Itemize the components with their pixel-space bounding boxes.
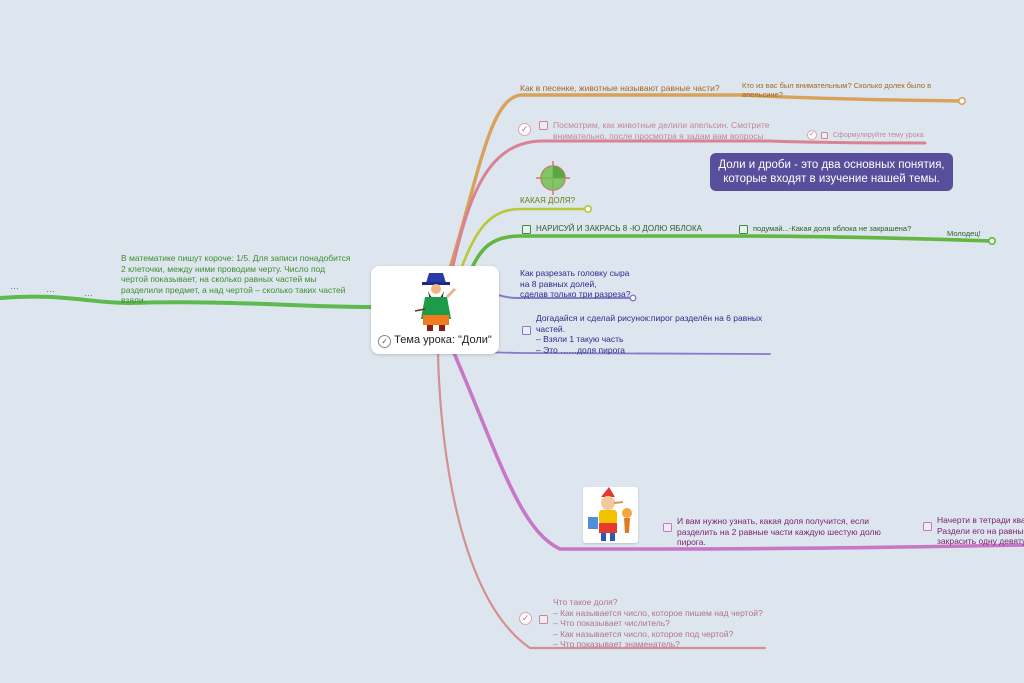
task-checkbox-icon[interactable] bbox=[539, 121, 548, 130]
task-checkbox-icon[interactable] bbox=[522, 326, 531, 335]
node-half-sixth[interactable]: И вам нужно узнать, какая доля получится… bbox=[663, 516, 881, 548]
node-left-fraction-notation[interactable]: В математике пишут короче: 1/5. Для запи… bbox=[121, 253, 351, 305]
branch-yellowgreen bbox=[458, 207, 590, 274]
node-what-is-fraction-text: Что такое доля? – Как называется число, … bbox=[553, 597, 763, 649]
node-which-fraction[interactable]: КАКАЯ ДОЛЯ? bbox=[520, 196, 576, 205]
node-pie-drawing-text: Догадайся и сделай рисунок:пирог разделё… bbox=[536, 313, 763, 355]
node-pink-sub-text: Сформулируйте тему урока bbox=[833, 132, 924, 139]
collapsed-ellipsis-3[interactable]: … bbox=[84, 288, 94, 298]
end-dot-yellowgreen bbox=[583, 205, 592, 214]
node-green-sub-text: подумай...-Какая доля яблока не закрашен… bbox=[753, 224, 912, 233]
central-topic[interactable]: ✓Тема урока: "Доли" bbox=[371, 266, 499, 354]
node-what-is-fraction[interactable]: Что такое доля? – Как называется число, … bbox=[539, 597, 763, 650]
task-checkbox-icon[interactable] bbox=[539, 615, 548, 624]
node-green-sub2[interactable]: Молодец! bbox=[947, 229, 981, 238]
pinocchio-character-icon bbox=[588, 487, 632, 541]
node-green-sub[interactable]: подумай...-Какая доля яблока не закрашен… bbox=[739, 224, 911, 235]
check-circle-icon[interactable]: ✓ bbox=[378, 335, 392, 348]
image-card-pinocchio[interactable] bbox=[583, 487, 638, 543]
node-square-ninth[interactable]: Начерти в тетради квадрат. Раздели его н… bbox=[923, 515, 1024, 547]
node-pink-main[interactable]: Посмотрим, как животные делили апельсин.… bbox=[539, 120, 769, 141]
task-checkbox-icon[interactable] bbox=[923, 522, 932, 531]
collapsed-ellipsis-2[interactable]: … bbox=[46, 284, 56, 294]
task-checkbox-icon[interactable] bbox=[739, 225, 748, 234]
node-square-ninth-text: Начерти в тетради квадрат. Раздели его н… bbox=[937, 515, 1024, 546]
branch-rose bbox=[436, 351, 767, 650]
collapsed-ellipsis-1[interactable]: … bbox=[10, 281, 20, 291]
central-topic-title: ✓Тема урока: "Доли" bbox=[371, 334, 499, 348]
branch-green bbox=[468, 234, 994, 274]
target-icon bbox=[536, 161, 570, 195]
branch-left bbox=[0, 294, 374, 309]
task-checkbox-icon[interactable] bbox=[663, 523, 672, 532]
node-orange-main[interactable]: Как в песенке, животные называют равные … bbox=[520, 83, 720, 93]
node-pink-sub[interactable]: Сформулируйте тему урока bbox=[821, 131, 924, 140]
callout-fractions-note[interactable]: Доли и дроби - это два основных понятия,… bbox=[710, 153, 953, 191]
node-cheese-question[interactable]: Как разрезать головку сыра на 8 равных д… bbox=[520, 268, 631, 299]
end-dot-violet bbox=[629, 294, 637, 302]
end-dot-orange bbox=[957, 97, 966, 106]
task-checkbox-icon[interactable] bbox=[522, 225, 531, 234]
branch-violet bbox=[497, 294, 634, 299]
node-orange-sub[interactable]: Кто из вас был внимательным? Сколько дол… bbox=[742, 81, 932, 99]
done-check-icon-pink[interactable]: ✓ bbox=[518, 123, 531, 136]
done-check-icon-rose[interactable]: ✓ bbox=[519, 612, 532, 625]
node-pink-main-text: Посмотрим, как животные делили апельсин.… bbox=[553, 120, 770, 141]
end-dot-green bbox=[987, 237, 996, 246]
central-title-text: Тема урока: "Доли" bbox=[394, 334, 492, 346]
done-check-icon-pink-sub[interactable]: ✓ bbox=[807, 130, 817, 140]
task-checkbox-icon[interactable] bbox=[821, 132, 828, 139]
node-green-main[interactable]: НАРИСУЙ И ЗАКРАСЬ 8 -Ю ДОЛЮ ЯБЛОКА bbox=[522, 224, 702, 235]
branch-orange bbox=[448, 93, 964, 270]
node-half-sixth-text: И вам нужно узнать, какая доля получится… bbox=[677, 516, 881, 547]
branch-pink bbox=[450, 139, 927, 272]
node-green-main-text: НАРИСУЙ И ЗАКРАСЬ 8 -Ю ДОЛЮ ЯБЛОКА bbox=[536, 224, 703, 233]
node-pie-drawing[interactable]: Догадайся и сделай рисунок:пирог разделё… bbox=[522, 313, 762, 355]
wizard-character-icon bbox=[414, 273, 457, 331]
branch-magenta bbox=[452, 351, 1024, 551]
